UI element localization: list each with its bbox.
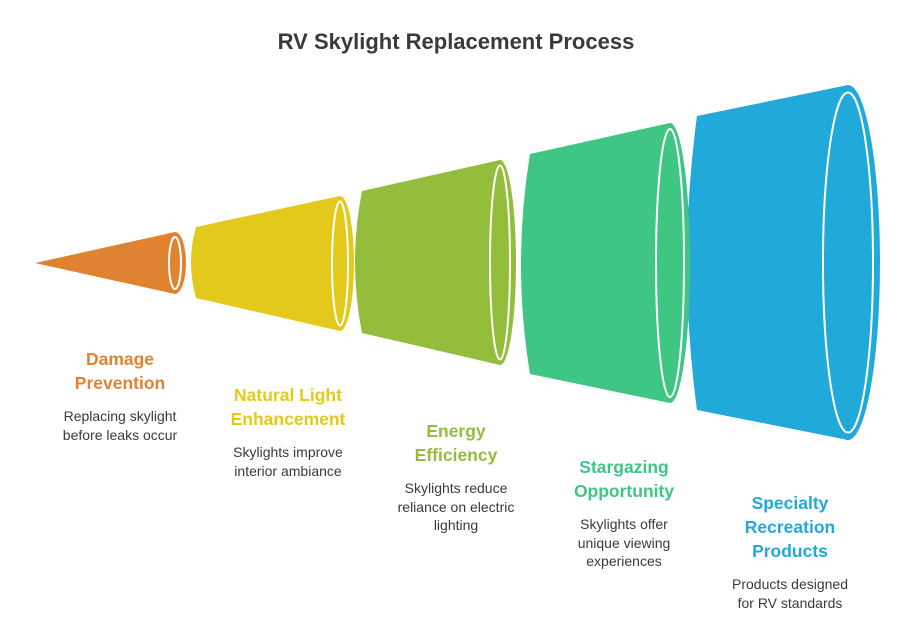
stage-title-stargazing-opportunity: Stargazing Opportunity (573, 457, 675, 501)
segment-rim (655, 128, 685, 398)
stage-description-natural-light-enhancement: Skylights improve interior ambiance (233, 444, 343, 479)
segment-body (191, 196, 340, 331)
segment-rim (822, 91, 874, 434)
funnel-segment-damage-prevention (35, 232, 186, 294)
segment-rim (331, 200, 349, 327)
segment-cap (484, 160, 516, 365)
funnel-segment-stargazing-opportunity (521, 123, 690, 403)
segment-body (687, 85, 848, 440)
segment-cap (816, 85, 880, 440)
segment-body (355, 160, 500, 365)
stage-description-damage-prevention: Replacing skylight before leaks occur (62, 408, 178, 443)
stage-description-energy-efficiency: Skylights reduce reliance on electric li… (397, 480, 515, 533)
funnel-segment-energy-efficiency (355, 160, 516, 365)
funnel-segment-natural-light-enhancement (191, 196, 354, 331)
stage-title-damage-prevention: Damage Prevention (74, 349, 166, 393)
stage-title-specialty-recreation-products: Specialty Recreation Products (744, 493, 836, 561)
funnel-segment-specialty-recreation-products (687, 85, 880, 440)
segment-rim (489, 164, 511, 361)
stage-description-specialty-recreation-products: Products designed for RV standards (732, 576, 848, 611)
segment-body (35, 232, 175, 294)
stage-title-natural-light-enhancement: Natural Light Enhancement (230, 385, 346, 429)
stage-description-stargazing-opportunity: Skylights offer unique viewing experienc… (577, 516, 671, 569)
diagram-title: RV Skylight Replacement Process (277, 29, 635, 54)
stage-title-energy-efficiency: Energy Efficiency (414, 421, 498, 465)
segment-cap (326, 196, 354, 331)
segment-cap (650, 123, 690, 403)
segment-body (521, 123, 670, 403)
segment-cap (164, 232, 186, 294)
segment-rim (168, 236, 182, 290)
